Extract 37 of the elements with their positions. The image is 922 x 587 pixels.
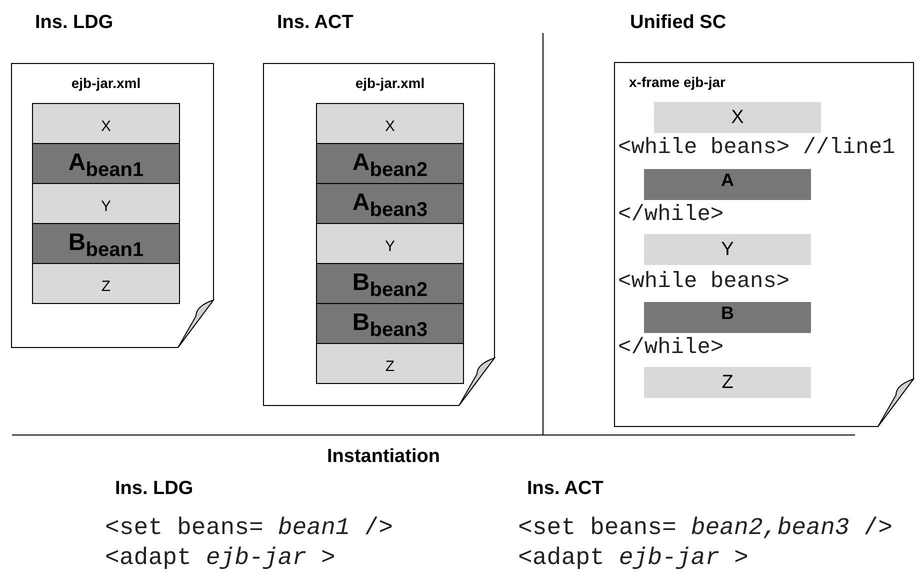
code-line: </while> [618, 202, 724, 227]
document-page [263, 63, 495, 406]
section-bar: Z [644, 367, 811, 398]
code-line: </while> [618, 335, 724, 360]
bean-section-bar: A$_{bean1}$ [32, 143, 180, 184]
panel-heading: Unified SC [630, 12, 726, 34]
document-title: ejb-jar.xml [354, 75, 426, 91]
frame-page [614, 62, 914, 427]
bean-section-bar: A$_{bean3}$ [316, 183, 464, 224]
section-bar: Z [32, 263, 180, 304]
code-line: <set beans= bean2,bean3 /> [518, 515, 892, 542]
code-line: <adapt ejb-jar > [105, 545, 336, 572]
code-line: <adapt ejb-jar > [518, 545, 748, 572]
panel-heading: Ins. LDG [35, 12, 114, 34]
document-title: x-frame ejb-jar [629, 74, 726, 90]
section-heading: Instantiation [327, 446, 440, 468]
panel-heading: Ins. ACT [527, 478, 604, 500]
code-line: <set beans= bean1 /> [105, 515, 394, 542]
code-line: <while beans> //line1 [618, 135, 896, 160]
section-bar: Z [316, 343, 464, 384]
section-bar: Y [316, 223, 464, 264]
code-line: <while beans> [618, 269, 790, 294]
bean-section-bar: A [644, 169, 811, 200]
bean-section-bar: B$_{bean3}$ [316, 303, 464, 344]
bean-section-bar: B$_{bean1}$ [32, 223, 180, 264]
bean-section-bar: A$_{bean2}$ [316, 143, 464, 184]
document-title: ejb-jar.xml [70, 75, 142, 91]
section-bar: Y [32, 183, 180, 224]
section-bar: Y [644, 234, 811, 265]
section-bar: X [316, 103, 464, 144]
section-bar: X [32, 103, 180, 144]
bean-section-bar: B [644, 302, 811, 333]
bean-section-bar: B$_{bean2}$ [316, 263, 464, 304]
document-page [11, 63, 214, 348]
panel-heading: Ins. LDG [115, 478, 194, 500]
panel-heading: Ins. ACT [277, 12, 354, 34]
section-bar: X [654, 102, 821, 133]
